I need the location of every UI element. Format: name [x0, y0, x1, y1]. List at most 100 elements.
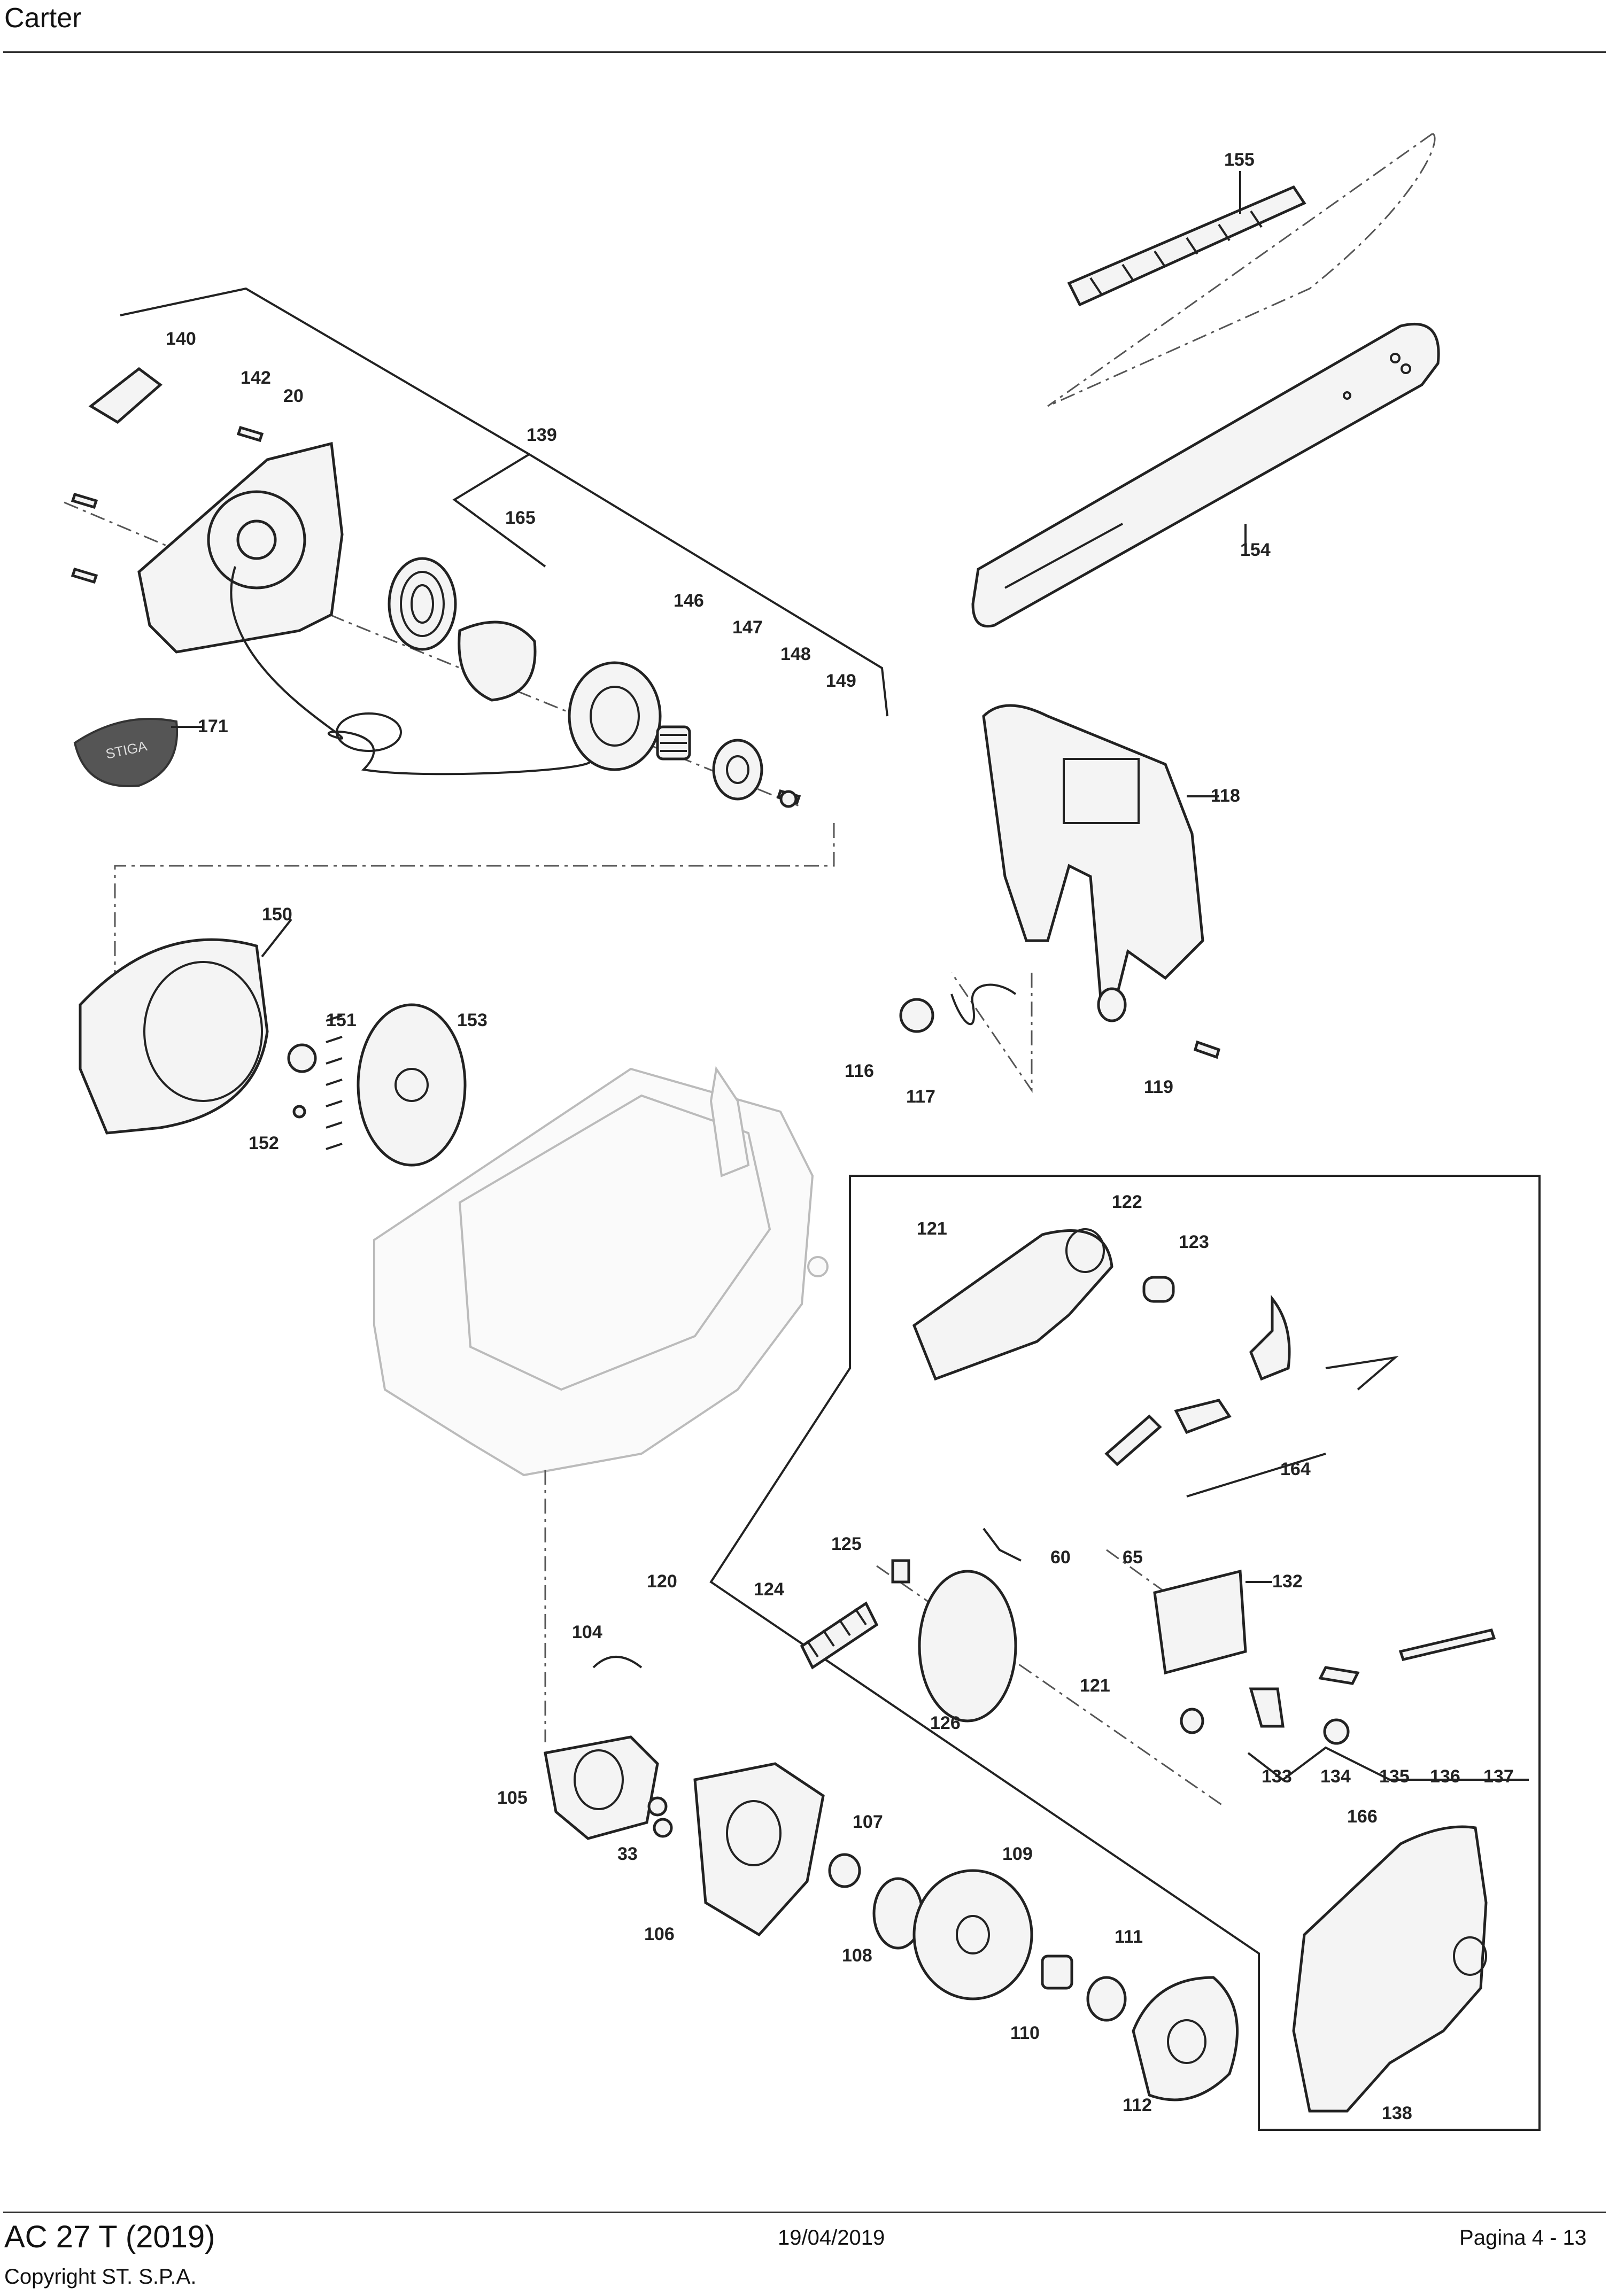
label-123: 123 [1179, 1232, 1209, 1252]
label-142: 142 [241, 368, 271, 388]
label-152: 152 [249, 1133, 279, 1153]
fan-cover-part [79, 938, 269, 1135]
page-title: Carter [4, 3, 82, 34]
label-137: 137 [1483, 1766, 1514, 1787]
label-150: 150 [262, 904, 292, 925]
oil-pump-part [544, 1735, 659, 1840]
label-110: 110 [1010, 2023, 1040, 2043]
washer-111-part [1086, 1976, 1127, 2022]
label-119: 119 [1144, 1077, 1173, 1097]
small-nut-part [1180, 1708, 1204, 1734]
assembly-line [1047, 133, 1433, 407]
label-165: 165 [505, 508, 536, 528]
label-109: 109 [1002, 1844, 1033, 1864]
oil-hose-part [592, 1656, 643, 1669]
copyright-text: Copyright ST. S.P.A. [4, 2265, 197, 2289]
label-121b: 121 [1080, 1676, 1110, 1696]
label-149: 149 [826, 671, 856, 691]
chain-brake-lever-part [912, 1228, 1113, 1381]
bolt-part [1174, 1399, 1232, 1434]
pin-part [1104, 1414, 1162, 1467]
screw-33b-part [653, 1818, 673, 1838]
chain-guide-plate-part [1153, 1569, 1247, 1675]
label-108: 108 [842, 1945, 872, 1966]
guide-bar-part [971, 322, 1440, 627]
model-name: AC 27 T (2019) [4, 2220, 215, 2254]
label-139: 139 [527, 425, 557, 445]
assembly-line [950, 972, 1033, 1093]
washer-107-part [828, 1853, 861, 1888]
label-153: 153 [457, 1010, 488, 1030]
tensioner-part [1249, 1687, 1285, 1728]
label-124: 124 [754, 1579, 784, 1600]
label-140: 140 [166, 329, 196, 349]
assembly-line [114, 823, 835, 999]
label-136: 136 [1430, 1766, 1460, 1787]
label-106: 106 [644, 1924, 675, 1944]
tension-screw-part [1398, 1628, 1496, 1661]
assembly-line [64, 501, 802, 808]
label-126: 126 [930, 1713, 961, 1733]
label-33: 33 [617, 1844, 638, 1864]
screw-33a-part [647, 1796, 668, 1817]
label-105: 105 [497, 1788, 528, 1808]
label-121a: 121 [917, 1219, 947, 1239]
pulley-part [568, 661, 662, 771]
brake-band-part [918, 1527, 1022, 1723]
label-146: 146 [674, 591, 704, 611]
label-118: 118 [1211, 786, 1240, 806]
label-171: 171 [198, 716, 228, 736]
label-125: 125 [831, 1534, 862, 1554]
label-65: 65 [1123, 1547, 1143, 1568]
brake-spring-part [800, 1601, 879, 1670]
label-133: 133 [1262, 1766, 1292, 1787]
label-164: 164 [1280, 1459, 1311, 1479]
adjuster-part [1318, 1666, 1360, 1685]
label-138: 138 [1382, 2103, 1412, 2123]
label-148: 148 [780, 644, 811, 664]
clutch-shoe-part [1132, 1976, 1239, 2101]
handle-spring-part [950, 983, 1017, 1026]
key-part [292, 1105, 306, 1119]
small-screw-part [779, 790, 798, 808]
label-122: 122 [1112, 1192, 1142, 1212]
header-divider [3, 51, 1606, 53]
document-date: 19/04/2019 [778, 2226, 885, 2250]
label-155: 155 [1224, 150, 1255, 170]
label-107: 107 [853, 1812, 883, 1832]
washer-part [899, 998, 934, 1033]
label-104: 104 [572, 1622, 602, 1642]
label-20: 20 [283, 386, 304, 406]
nut-part [712, 739, 763, 801]
label-60: 60 [1050, 1547, 1071, 1568]
label-166: 166 [1347, 1806, 1378, 1827]
needle-bearing-part [1041, 1954, 1073, 1990]
logo-badge-part: STIGA [73, 718, 179, 787]
sprocket-cover-part [1292, 1825, 1488, 2113]
label-147: 147 [732, 617, 763, 638]
label-151: 151 [326, 1010, 357, 1030]
starter-housing-part [137, 441, 592, 775]
pawl-spring-part [656, 725, 691, 761]
clutch-drum-part [912, 1869, 1033, 2000]
label-117: 117 [906, 1087, 935, 1107]
label-135: 135 [1379, 1766, 1410, 1787]
label-132: 132 [1272, 1571, 1303, 1592]
label-116: 116 [845, 1061, 874, 1081]
leader-lines [120, 171, 1529, 1781]
starter-handle-part [88, 367, 163, 424]
crankcase-body [373, 1066, 829, 1477]
label-111: 111 [1115, 1927, 1143, 1947]
recoil-spring-part [388, 557, 537, 702]
page-number: Pagina 4 - 13 [1459, 2226, 1587, 2250]
bushing-part [1142, 1276, 1175, 1303]
inset-frame [709, 1175, 1541, 2131]
clutch-cover-part [693, 1762, 825, 1937]
label-120: 120 [647, 1571, 677, 1592]
lever-part [1249, 1294, 1291, 1381]
label-112: 112 [1123, 2095, 1152, 2115]
nut-135-part [1323, 1718, 1350, 1745]
footer-divider [3, 2212, 1606, 2213]
flywheel-part [326, 1003, 467, 1167]
